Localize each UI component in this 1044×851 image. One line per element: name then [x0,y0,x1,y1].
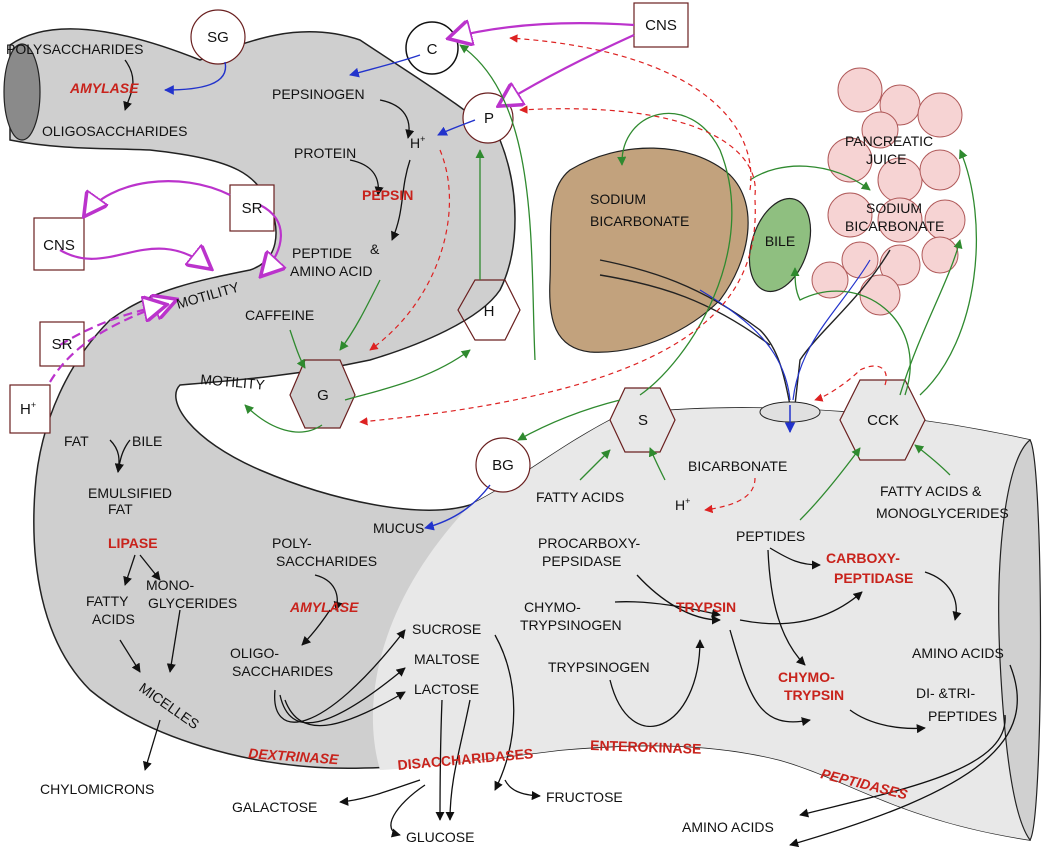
emulsified-label: EMULSIFIED [88,485,172,501]
fructose-label: FRUCTOSE [546,789,623,805]
g-cell-hexagon [289,359,356,429]
peptidase-label: PEPTIDASE [834,570,913,586]
saccharides-label: SACCHARIDES [276,553,377,569]
cns-left-box [33,217,85,271]
amino-acids-label: AMINO ACIDS [912,645,1004,661]
emulsified-fat-label: FAT [108,501,133,517]
mono-label: MONO- [146,577,195,593]
bg-circle [475,437,531,493]
pancreatic-juice-1: PANCREATIC [845,133,933,149]
chymotrypsin-label-1: CHYMO- [778,669,835,685]
motility-lower-label: MOTILITY [200,371,266,393]
chymotrypsin-label-2: TRYPSIN [784,687,844,703]
protein-label: PROTEIN [294,145,356,161]
sr-left-label: SR [52,336,73,353]
cns-top-label: CNS [645,17,677,34]
cns-left-label: CNS [43,237,75,254]
ampersand-label: & [370,241,380,257]
feedback-arrows [359,34,887,514]
h-cell-label: H [484,303,495,320]
intestine-amylase: AMYLASE [289,599,359,615]
mucus-label: MUCUS [373,520,424,536]
bile-label: BILE [132,433,162,449]
procarboxy-label: PROCARBOXY- [538,535,641,551]
pancreas-acini [811,67,966,316]
sr-top-label: SR [242,200,263,217]
dextrinase-label: DEXTRINASE [248,745,340,767]
poly-label: POLY- [272,535,312,551]
hormone-arrows [244,44,978,521]
amino-acid-label: AMINO ACID [290,263,372,279]
peptide-label: PEPTIDE [292,245,352,261]
carboxy-label: CARBOXY- [826,550,900,566]
duct-blue-flow [699,259,871,401]
fat-label: FAT [64,433,89,449]
fatty-mono-label-1: FATTY ACIDS & [880,483,982,499]
s-cell-hexagon [609,387,676,453]
chymo-label: CHYMO- [524,599,581,615]
chylomicrons-label: CHYLOMICRONS [40,781,154,797]
liver-shape [549,147,749,353]
fatty-mono-label-2: MONOGLYCERIDES [876,505,1009,521]
pancreatic-duct [794,249,891,406]
fatty-acids-s-label: FATTY ACIDS [536,489,624,505]
di-tri-label: DI- &TRI- [916,685,975,701]
bile-duct [599,259,791,406]
pancreas-sodium: SODIUM [866,200,922,216]
intestine-end-cap [998,439,1042,842]
mouth-polysaccharides: POLYSACCHARIDES [6,41,143,57]
pepsidase-label: PEPSIDASE [542,553,621,569]
acids-label: ACIDS [92,611,135,627]
liver-bicarbonate: BICARBONATE [590,213,689,229]
sg-circle [190,9,246,65]
h-cell-hexagon [457,279,521,341]
h-plus-box [9,384,51,434]
conversion-arrows [109,59,1018,848]
chymotrypsinogen-label: TRYPSINOGEN [520,617,622,633]
glucose-label: GLUCOSE [406,829,474,845]
pepsin-label: PEPSIN [362,187,413,203]
enterokinase-label: ENTEROKINASE [590,737,702,757]
amino-acids-out-label: AMINO ACIDS [682,819,774,835]
liver-sodium: SODIUM [590,191,646,207]
mouth-amylase: AMYLASE [69,80,139,96]
cck-cell-label: CCK [867,412,899,429]
intestine-h-plus: H+ [675,496,690,513]
galactose-label: GALACTOSE [232,799,317,815]
bile-organ-label: BILE [765,233,795,249]
fatty-label: FATTY [86,593,129,609]
secretion-arrows [164,54,491,531]
pancreatic-juice-2: JUICE [866,151,906,167]
trypsinogen-label: TRYPSINOGEN [548,659,650,675]
oligo-label: OLIGO- [230,645,279,661]
pancreas-bicarbonate: BICARBONATE [845,218,944,234]
neural-pathways [49,23,635,383]
cns-top-box [633,2,689,48]
bile-duct-2 [599,274,771,346]
g-cell-label: G [317,387,329,404]
lactose-label: LACTOSE [414,681,479,697]
oligo-saccharides-label: SACCHARIDES [232,663,333,679]
stomach-h-plus: H+ [410,134,425,151]
lipase-label: LIPASE [108,535,158,551]
p-label: P [484,110,494,127]
esophagus-opening [3,43,41,141]
s-cell-label: S [638,412,648,429]
mouth-oligosaccharides: OLIGOSACCHARIDES [42,123,187,139]
glycerides-label: GLYCERIDES [148,595,237,611]
bicarbonate-label: BICARBONATE [688,458,787,474]
c-label: C [427,41,438,58]
pepsinogen-label: PEPSINOGEN [272,86,365,102]
sg-label: SG [207,29,229,46]
bg-label: BG [492,457,514,474]
maltose-label: MALTOSE [414,651,480,667]
small-intestine-lumen [372,407,1031,840]
trypsin-label: TRYPSIN [676,599,736,615]
peptides-label: PEPTIDES [736,528,805,544]
h-plus-box-label: H+ [20,400,36,418]
caffeine-label: CAFFEINE [245,307,314,323]
sucrose-label: SUCROSE [412,621,481,637]
di-tri-peptides-label: PEPTIDES [928,708,997,724]
